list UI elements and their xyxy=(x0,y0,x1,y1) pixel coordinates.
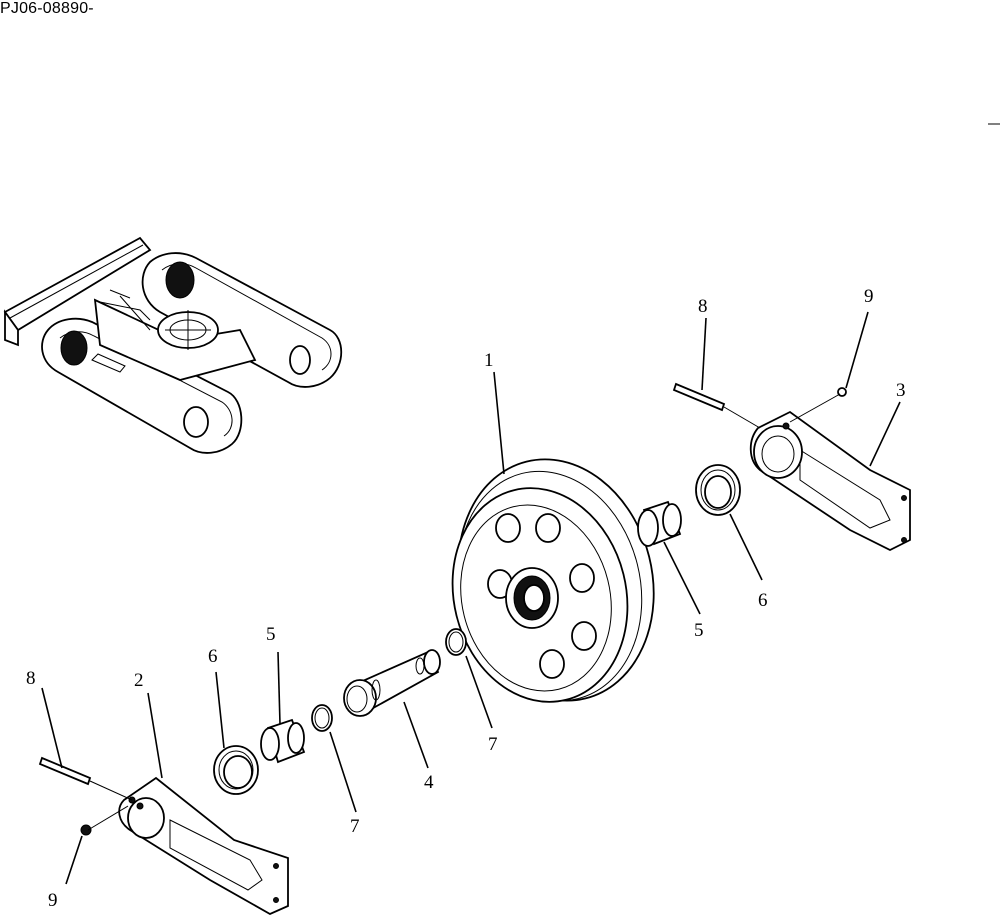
callout-8-right: 8 xyxy=(698,296,708,317)
plug-left xyxy=(80,824,92,836)
right-yoke xyxy=(749,410,911,552)
callout-2: 2 xyxy=(134,670,144,691)
callout-8-left: 8 xyxy=(26,668,36,689)
callout-7-left: 7 xyxy=(350,816,360,837)
callout-5-right: 5 xyxy=(694,620,704,641)
pin-right xyxy=(672,382,726,412)
callout-6-left: 6 xyxy=(208,646,218,667)
callout-6-right: 6 xyxy=(758,590,768,611)
left-yoke xyxy=(118,776,289,916)
callout-5-left: 5 xyxy=(266,624,276,645)
callout-4: 4 xyxy=(424,772,434,793)
callout-7-right: 7 xyxy=(488,734,498,755)
document-reference: PJ06-08890- xyxy=(0,0,94,17)
idler-wheel xyxy=(451,458,655,703)
callout-1: 1 xyxy=(484,350,494,371)
leader-lines xyxy=(41,311,901,885)
floating-seal-right xyxy=(695,464,741,516)
shaft xyxy=(343,649,441,717)
callout-9-right: 9 xyxy=(864,286,874,307)
bushing-right xyxy=(637,500,682,547)
bushing-left xyxy=(260,718,306,764)
callout-9-left: 9 xyxy=(48,890,58,911)
undercarriage-overview-illustration xyxy=(3,236,343,454)
pin-left xyxy=(38,756,92,786)
callout-3: 3 xyxy=(896,380,906,401)
floating-seal-left xyxy=(213,745,259,795)
